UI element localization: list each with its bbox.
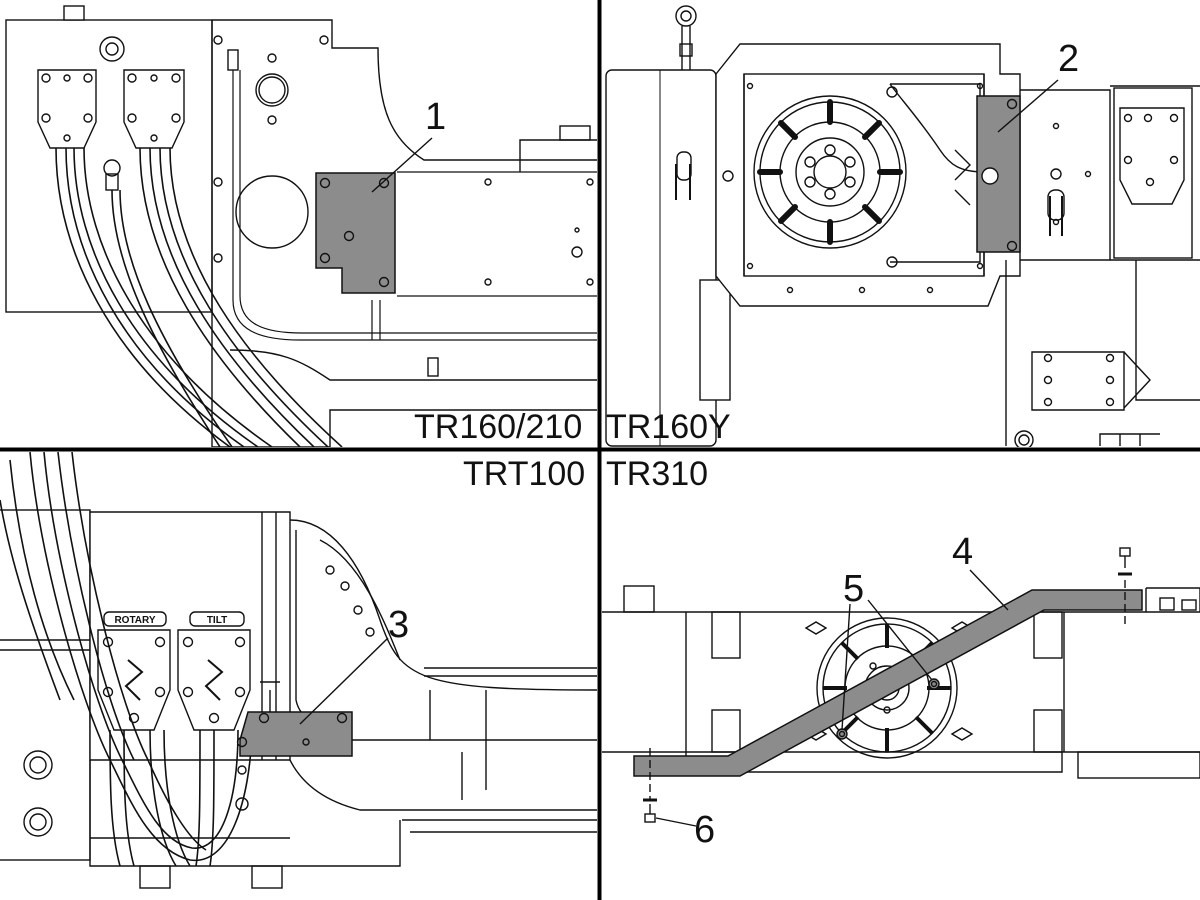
- bracket-part-1: [315, 172, 396, 294]
- model-label-tr160-210: TR160/210: [414, 408, 583, 446]
- bracket-part-2: [976, 95, 1021, 253]
- leader-line-5a: [841, 603, 851, 731]
- callout-1: 1: [425, 96, 447, 138]
- leader-line-6: [655, 817, 697, 827]
- hose-bundle-icon: [55, 147, 343, 447]
- leader-line-2: [997, 79, 1059, 133]
- quadrant-tr310: [602, 547, 1200, 827]
- rotary-connector-icon: ROTARY: [97, 611, 171, 731]
- callout-3: 3: [388, 604, 410, 646]
- quadrant-tr160-210: [5, 5, 597, 447]
- leader-line-4: [969, 569, 1009, 611]
- model-label-tr310: TR310: [606, 455, 709, 493]
- hose-bundle-icon: [0, 452, 253, 867]
- bracket-part-3: [239, 711, 353, 757]
- leader-line-5b: [867, 599, 933, 681]
- quadrant-trt100: ROTARY TILT: [0, 452, 597, 889]
- screw-bottom-icon: [643, 748, 657, 823]
- tilt-connector-icon: TILT: [177, 611, 251, 731]
- rotary-platter-icon: [753, 95, 907, 249]
- callout-5: 5: [843, 568, 865, 610]
- quadrant-tr160y: [605, 5, 1200, 447]
- leader-line-1: [371, 137, 433, 193]
- callout-2: 2: [1058, 38, 1080, 80]
- screw-top-icon: [1118, 547, 1132, 624]
- connector-plate-right-icon: [123, 69, 185, 149]
- model-label-trt100: TRT100: [463, 455, 586, 493]
- callout-6: 6: [694, 809, 716, 851]
- tilt-label: TILT: [207, 615, 227, 626]
- bracket-part-4: [633, 589, 1143, 777]
- callout-4: 4: [952, 531, 974, 573]
- leader-line-3: [299, 637, 389, 725]
- connector-plate-left-icon: [37, 69, 97, 149]
- model-label-tr160y: TR160Y: [606, 408, 731, 446]
- rotary-label: ROTARY: [114, 615, 155, 626]
